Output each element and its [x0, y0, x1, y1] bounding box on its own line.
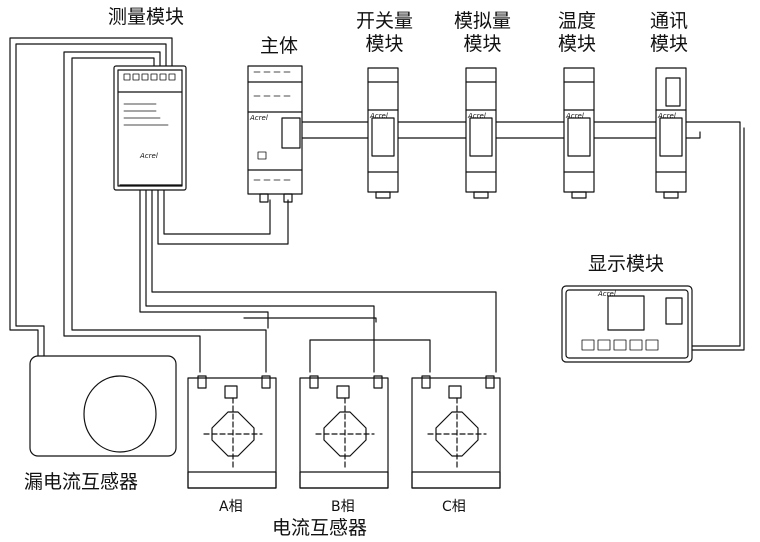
brand-analog: Acrel: [467, 112, 486, 120]
main-unit-label: 主体: [260, 35, 299, 57]
ct-wires: [63, 51, 497, 373]
phase-b-label: B相: [331, 499, 355, 515]
comm-module-device: [655, 67, 687, 199]
measure-module-label: 测量模块: [108, 6, 185, 28]
display-module-device: [561, 285, 693, 363]
comm-module-label: 通讯 模块: [650, 10, 688, 56]
phase-c-label: C相: [442, 499, 466, 515]
brand-main: Acrel: [249, 114, 268, 122]
switch-module-device: [367, 67, 399, 199]
ct-phase-a: [187, 375, 277, 489]
leak-ct-wires: [9, 37, 173, 357]
measure-module-device: [113, 65, 187, 191]
leak-ct-label: 漏电流互感器: [24, 471, 139, 493]
brand-measure: Acrel: [139, 152, 158, 160]
temp-module-device: [563, 67, 595, 199]
analog-module-label: 模拟量 模块: [454, 10, 511, 56]
ct-phase-c: [411, 375, 501, 489]
analog-module-line1: 模拟量: [454, 10, 512, 32]
temp-module-line2: 模块: [558, 33, 597, 55]
bus-cable: [287, 121, 745, 351]
main-unit-device: [247, 65, 303, 203]
leakage-ct-device: [29, 355, 177, 457]
display-module-label: 显示模块: [588, 253, 665, 275]
ct-phase-b: [299, 375, 389, 489]
ct-label: 电流互感器: [272, 517, 368, 539]
brand-switch: Acrel: [369, 112, 388, 120]
brand-display: Acrel: [597, 290, 616, 298]
brand-temp: Acrel: [565, 112, 584, 120]
temp-module-line1: 温度: [558, 10, 597, 32]
switch-module-line2: 模块: [365, 33, 404, 55]
switch-module-line1: 开关量: [356, 10, 414, 32]
temp-module-label: 温度 模块: [558, 10, 596, 56]
brand-comm: Acrel: [657, 112, 676, 120]
comm-module-line2: 模块: [650, 33, 689, 55]
analog-module-device: [465, 67, 497, 199]
comm-module-line1: 通讯: [650, 10, 689, 32]
analog-module-line2: 模块: [463, 33, 502, 55]
switch-module-label: 开关量 模块: [356, 10, 413, 56]
phase-a-label: A相: [219, 499, 243, 515]
